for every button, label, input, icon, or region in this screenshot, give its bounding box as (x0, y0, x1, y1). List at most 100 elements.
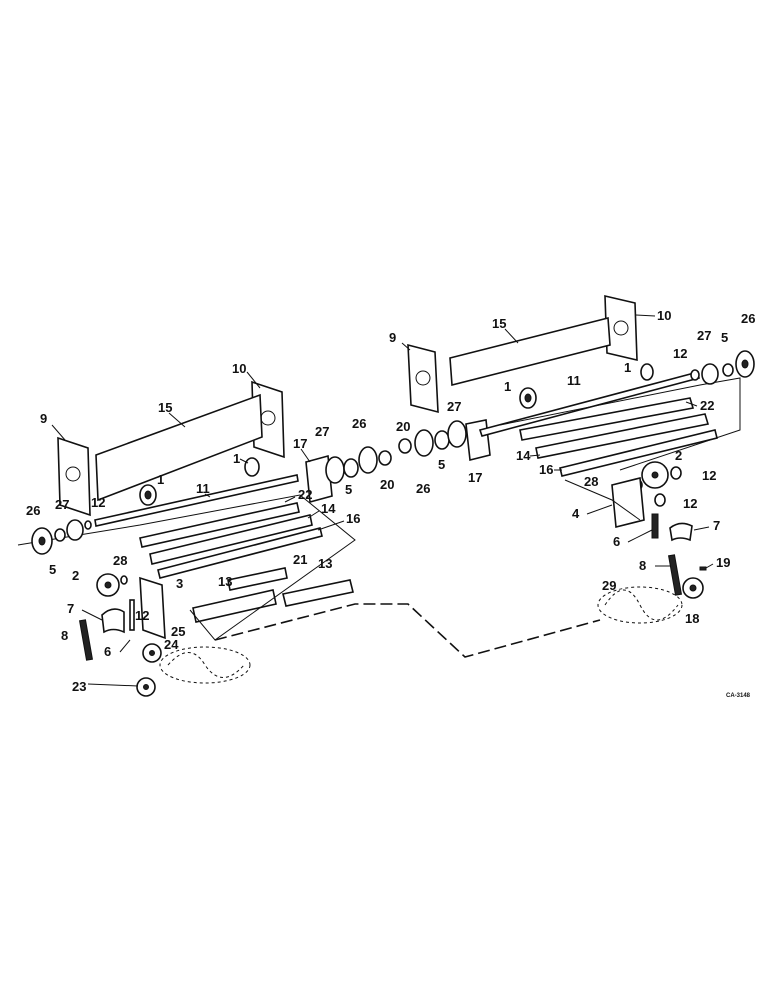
callout-9-right: 9 (389, 330, 396, 345)
callout-8-left: 8 (61, 628, 68, 643)
right-end-plate-9 (407, 343, 439, 414)
left-end-parts (31, 519, 92, 555)
center-disc-26b (414, 429, 434, 457)
center-nut-20a (378, 450, 392, 466)
callout-26-center-a: 26 (352, 416, 366, 431)
callout-12-left: 12 (91, 495, 105, 510)
callout-16-right: 16 (539, 462, 553, 477)
callout-4-right: 4 (572, 506, 580, 521)
left-guide-7 (101, 608, 125, 634)
callout-15-right: 15 (492, 316, 506, 331)
callout-7-right: 7 (713, 518, 720, 533)
right-bearing-1 (519, 363, 654, 409)
figure-code: CA-3148 (726, 693, 751, 699)
callout-11-right: 11 (567, 373, 581, 388)
callout-26-center-b: 26 (416, 481, 430, 496)
callout-1-left-a: 1 (157, 472, 164, 487)
right-guide-7 (669, 522, 693, 542)
callout-16-left: 16 (346, 511, 360, 526)
callout-8-right: 8 (639, 558, 646, 573)
right-end-parts (690, 350, 755, 385)
callout-27-center-b: 27 (447, 399, 461, 414)
callout-22-right: 22 (700, 398, 714, 413)
callout-22-left: 22 (298, 487, 312, 502)
callout-10-left: 10 (232, 361, 246, 376)
right-end-plate-10 (604, 294, 638, 362)
callout-13-left-b: 13 (318, 556, 332, 571)
left-slat-14 (149, 514, 313, 565)
right-washer-12a (670, 466, 682, 480)
left-assembly (17, 380, 356, 697)
left-stud-6 (129, 599, 135, 631)
left-bracket-3 (139, 576, 166, 640)
right-assembly (407, 294, 755, 624)
center-disc-26a (358, 446, 378, 474)
callout-2-left: 2 (72, 568, 79, 583)
callout-5-center-a: 5 (345, 482, 352, 497)
callout-12-right-b: 12 (702, 468, 716, 483)
callout-12-right-a: 12 (673, 346, 687, 361)
center-nut-20b (398, 438, 412, 454)
left-sprocket-24 (142, 643, 162, 663)
left-bearing-1 (139, 457, 260, 506)
left-sprocket-2 (96, 573, 120, 597)
callout-14-right: 14 (516, 448, 531, 463)
callout-20-center-a: 20 (380, 477, 394, 492)
callout-1-right-a: 1 (504, 379, 511, 394)
center-bearing-5a (343, 458, 359, 478)
callout-9-left: 9 (40, 411, 47, 426)
callout-1-left-b: 1 (233, 451, 240, 466)
callout-3-left: 3 (176, 576, 183, 591)
left-pan-21 (227, 567, 288, 591)
right-frame-15 (449, 316, 611, 387)
right-auger-ghost (597, 586, 683, 624)
left-slat-22 (139, 502, 300, 548)
center-bearing-5b (434, 430, 450, 450)
callout-13-left-a: 13 (218, 574, 232, 589)
leader-lines (51, 314, 714, 687)
left-pan-13b (282, 579, 354, 607)
right-slat-14 (535, 413, 710, 459)
left-frame-15 (95, 393, 263, 502)
callout-18-right: 18 (685, 611, 699, 626)
callout-23-left: 23 (72, 679, 86, 694)
callout-25-left: 25 (171, 624, 185, 639)
callout-14-left: 14 (321, 501, 336, 516)
callout-27-center-a: 27 (315, 424, 329, 439)
callout-27-left: 27 (55, 497, 69, 512)
callout-2-right: 2 (675, 448, 682, 463)
left-washer-28 (120, 575, 128, 585)
callout-7-left: 7 (67, 601, 74, 616)
callout-21: 21 (293, 552, 307, 567)
callout-11-left: 11 (196, 481, 210, 496)
center-plate-17b (465, 419, 491, 461)
callout-5-center-b: 5 (438, 457, 445, 472)
left-spring-8 (78, 619, 94, 661)
callout-15-left: 15 (158, 400, 172, 415)
callout-24-left: 24 (164, 637, 179, 652)
callout-26-left: 26 (26, 503, 40, 518)
right-slat-22 (519, 397, 695, 441)
left-slat-16 (157, 527, 323, 579)
callout-17-center-b: 17 (468, 470, 482, 485)
right-washer-12b (654, 493, 666, 507)
callout-6-left: 6 (104, 644, 111, 659)
callout-19-right: 19 (716, 555, 730, 570)
left-shaft-11 (94, 474, 299, 527)
callout-28-right: 28 (584, 474, 598, 489)
callout-27-right: 27 (697, 328, 711, 343)
left-auger-ghost (159, 646, 251, 684)
callout-29-right: 29 (602, 578, 616, 593)
right-stud-6 (651, 513, 659, 539)
callout-1-right-b: 1 (624, 360, 631, 375)
center-disc-27b (447, 420, 467, 448)
dashed-connector (214, 603, 601, 658)
callout-28-left: 28 (113, 553, 127, 568)
right-key-19 (699, 566, 707, 571)
left-end-plate-9 (57, 436, 91, 517)
callout-5-right: 5 (721, 330, 728, 345)
center-parts (305, 419, 491, 504)
right-spring-8 (667, 554, 683, 596)
left-pan-13a (192, 589, 277, 623)
